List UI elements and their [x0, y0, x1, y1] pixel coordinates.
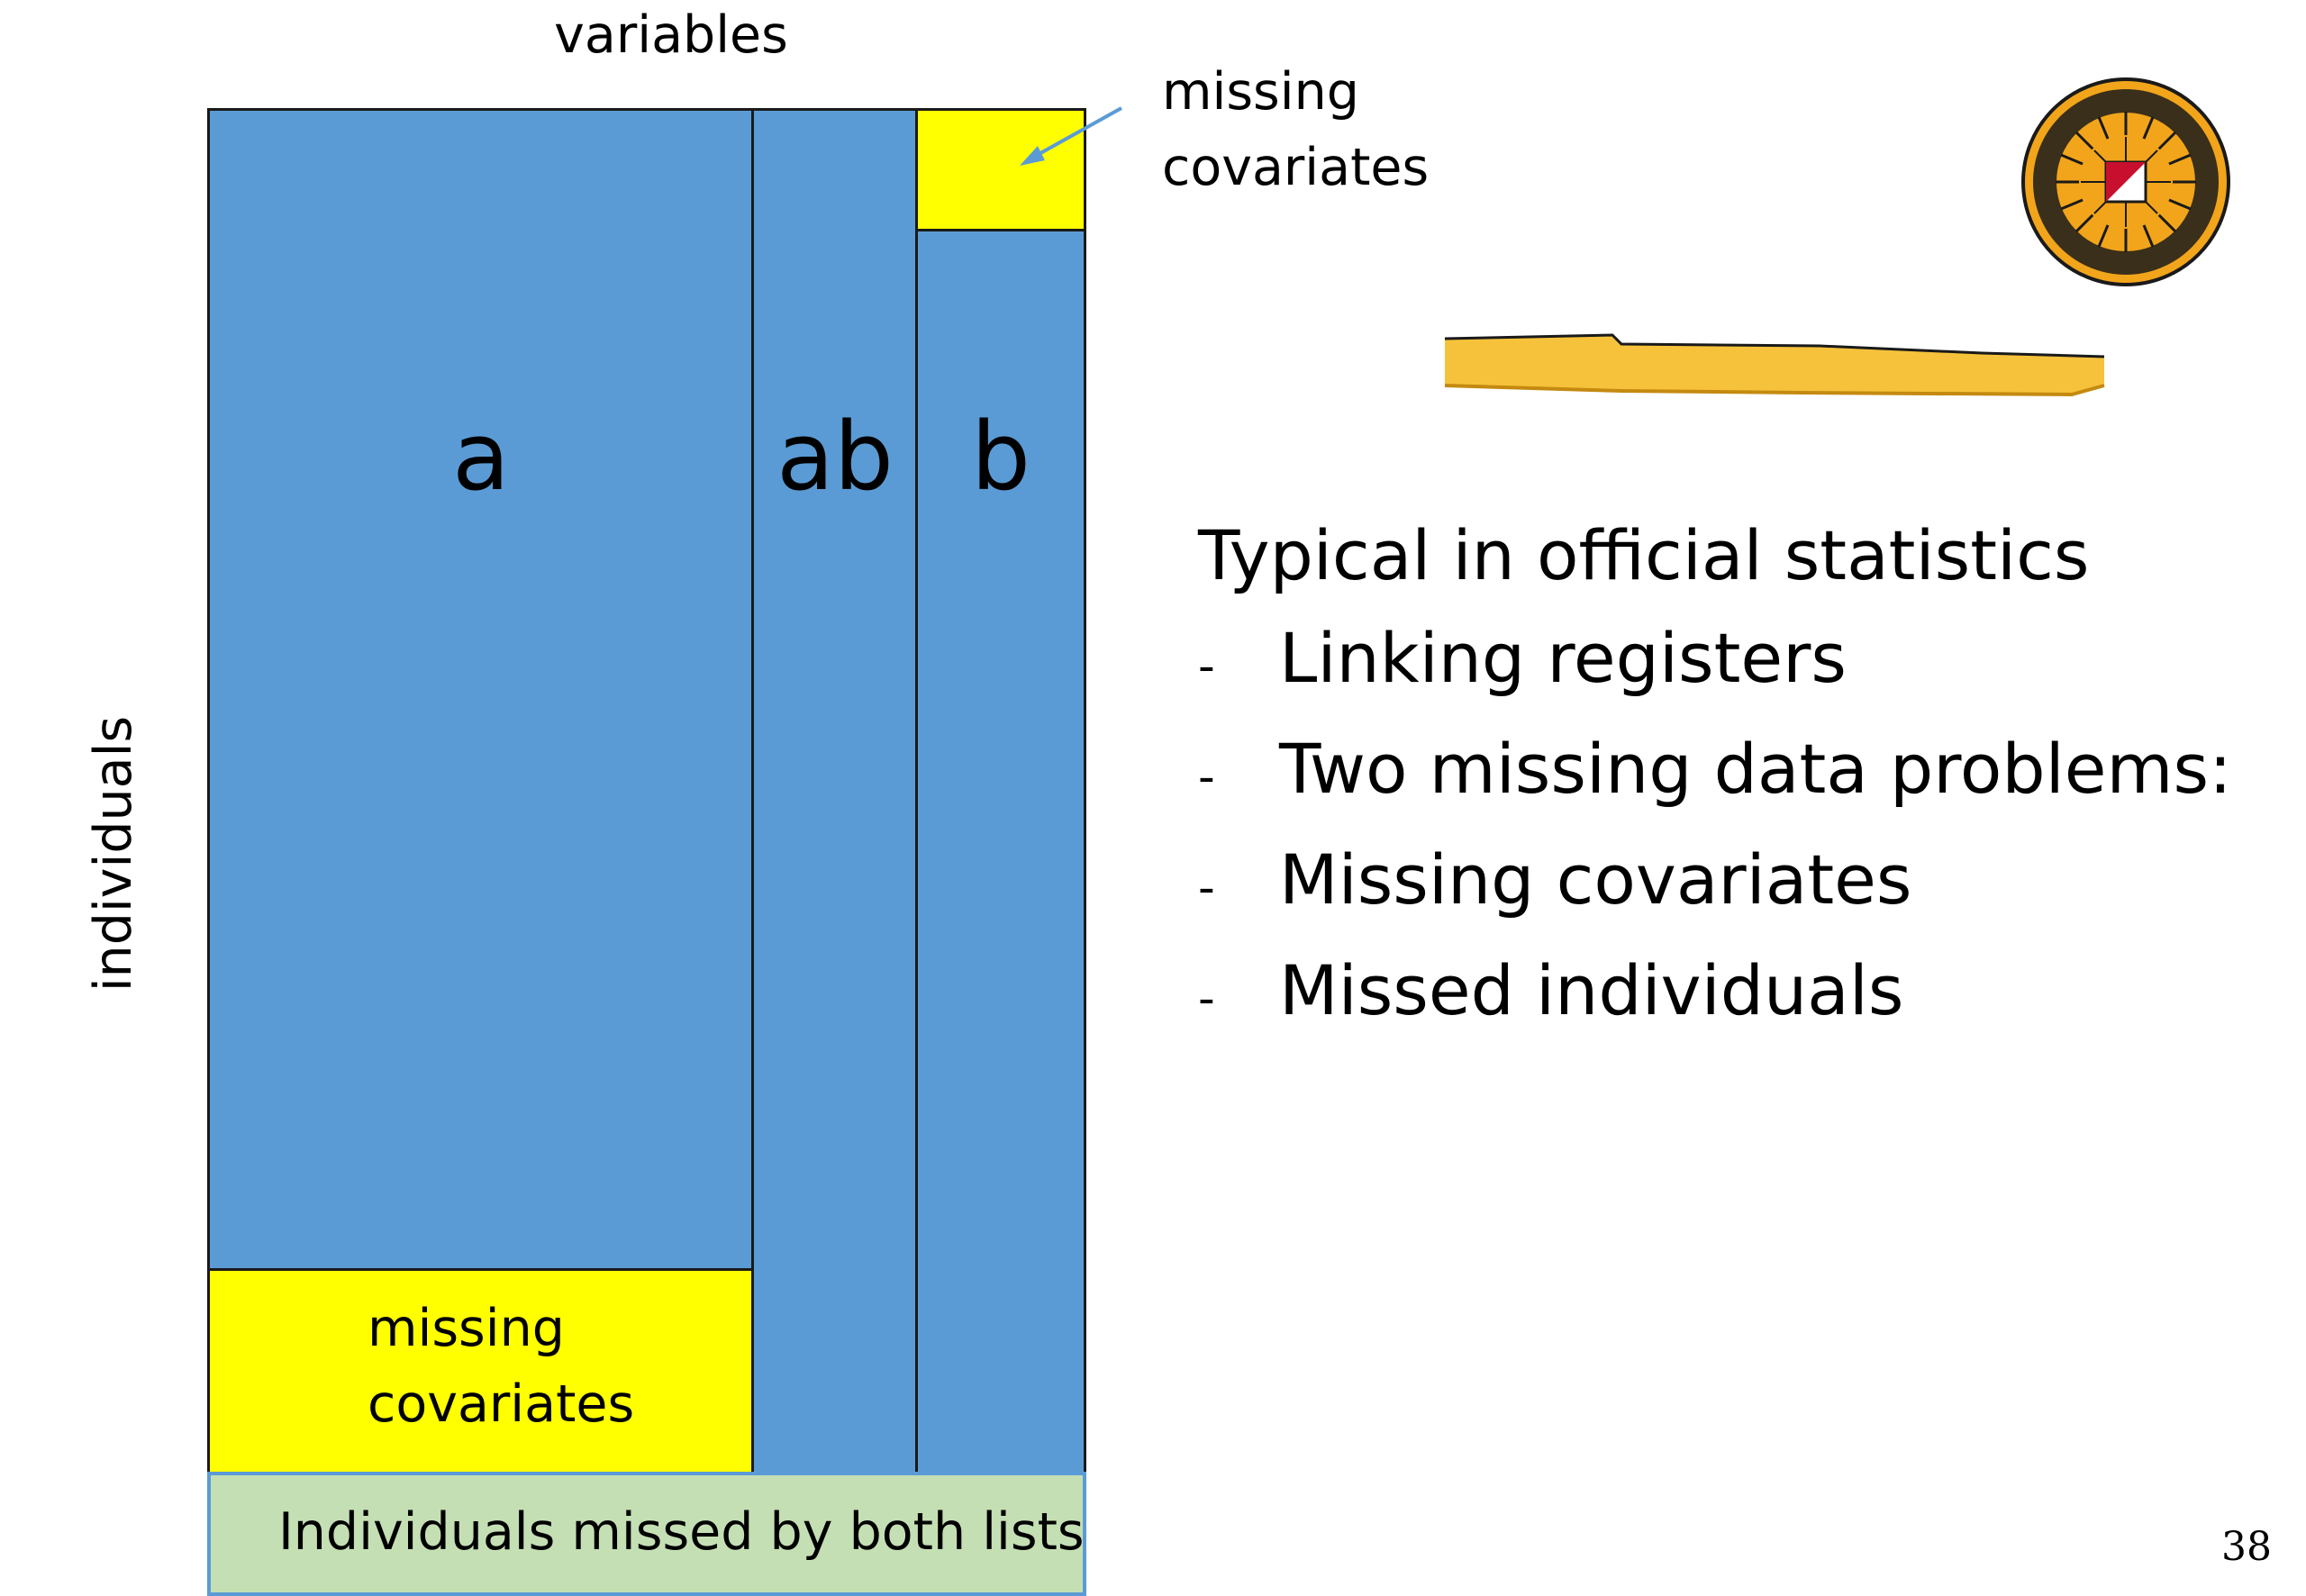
content-heading: Typical in official statistics [1198, 515, 2090, 595]
block-ab: ab [751, 108, 919, 1475]
missed-individuals-label: Individuals missed by both lists [278, 1502, 1085, 1562]
missing-covariates-bottom-line1: missing [368, 1299, 565, 1358]
block-a: a [207, 108, 755, 1272]
missing-covariates-bottom-line2: covariates [368, 1374, 635, 1434]
callout-arrow [1020, 106, 1122, 166]
variables-axis-label: variables [554, 5, 788, 65]
missing-covariates-bottom: missing covariates [207, 1268, 755, 1475]
block-a-label: a [452, 402, 510, 512]
list-item: - Missed individuals [1198, 939, 2232, 1050]
missing-covariates-callout-line2: covariates [1162, 138, 1430, 197]
bullet-dash: - [1198, 750, 1215, 804]
list-item: - Missing covariates [1198, 829, 2232, 939]
bullet-two-missing-data-problems: Two missing data problems: [1279, 729, 2232, 809]
university-seal-icon [2021, 77, 2230, 286]
bullet-missing-covariates: Missing covariates [1279, 839, 1912, 920]
block-b: b [915, 229, 1086, 1475]
block-ab-label: ab [776, 402, 894, 512]
individuals-axis-label: individuals [84, 715, 143, 993]
bullet-dash: - [1198, 639, 1215, 694]
missed-individuals-block: Individuals missed by both lists [207, 1472, 1086, 1596]
bullet-linking-registers: Linking registers [1279, 618, 1848, 698]
content-list: Typical in official statistics - Linking… [1198, 504, 2232, 1050]
missing-covariates-top [915, 108, 1086, 232]
gold-brush-bar-icon [1444, 333, 2105, 397]
block-b-label: b [970, 402, 1030, 512]
bullet-missed-individuals: Missed individuals [1279, 950, 1904, 1030]
missing-covariates-callout-line1: missing [1162, 62, 1359, 122]
bullet-dash: - [1198, 972, 1215, 1026]
bullet-dash: - [1198, 861, 1215, 915]
list-item: - Linking registers [1198, 607, 2232, 718]
page-number: 38 [2221, 1524, 2272, 1570]
list-item: - Two missing data problems: [1198, 718, 2232, 829]
